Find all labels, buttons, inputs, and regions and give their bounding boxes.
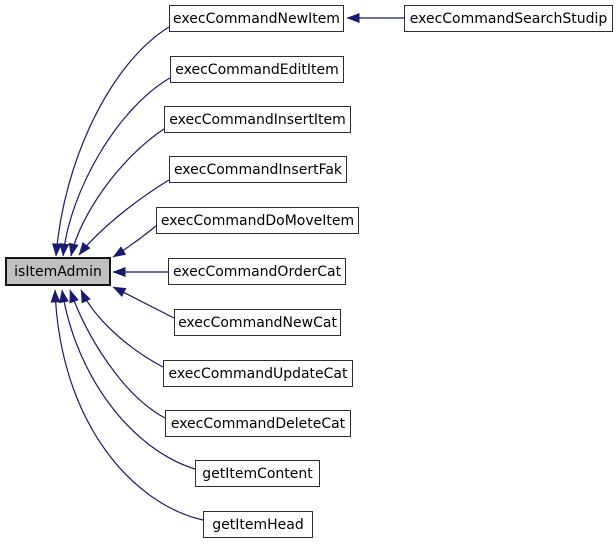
edge-execcommanddeletecat-to-isitemadmin [69,289,166,419]
edge-execcommanddomoveitem-to-isitemadmin [112,225,157,258]
node-execcommanddomoveitem[interactable]: execCommandDoMoveItem [156,207,359,234]
node-execcommandnewitem[interactable]: execCommandNewItem [169,5,344,32]
node-execcommandsearchstudip[interactable]: execCommandSearchStudip [404,5,613,32]
edge-getitemcontent-to-isitemadmin [59,289,196,470]
edge-execcommandedititem-to-isitemadmin [59,77,171,257]
node-execcommandordercat[interactable]: execCommandOrderCat [168,258,346,285]
edge-execcommandupdatecat-to-isitemadmin [80,289,164,368]
node-execcommandnewcat[interactable]: execCommandNewCat [174,309,341,336]
node-execcommandinsertitem[interactable]: execCommandInsertItem [164,106,351,133]
node-execcommandedititem[interactable]: execCommandEditItem [170,56,344,83]
edge-execcommandnewcat-to-isitemadmin [112,286,175,319]
edge-getitemhead-to-isitemadmin [50,289,204,521]
edge-execcommandinsertitem-to-isitemadmin [68,128,165,257]
node-getitemcontent[interactable]: getItemContent [195,460,320,487]
node-execcommandinsertfak[interactable]: execCommandInsertFak [169,156,347,183]
edge-execcommandnewitem-to-isitemadmin [52,26,170,257]
node-getitemhead[interactable]: getItemHead [203,511,313,538]
node-isitemadmin[interactable]: isItemAdmin [5,257,111,286]
edge-execcommandinsertfak-to-isitemadmin [78,179,170,256]
node-execcommanddeletecat[interactable]: execCommandDeleteCat [165,410,351,437]
node-execcommandupdatecat[interactable]: execCommandUpdateCat [163,360,353,387]
